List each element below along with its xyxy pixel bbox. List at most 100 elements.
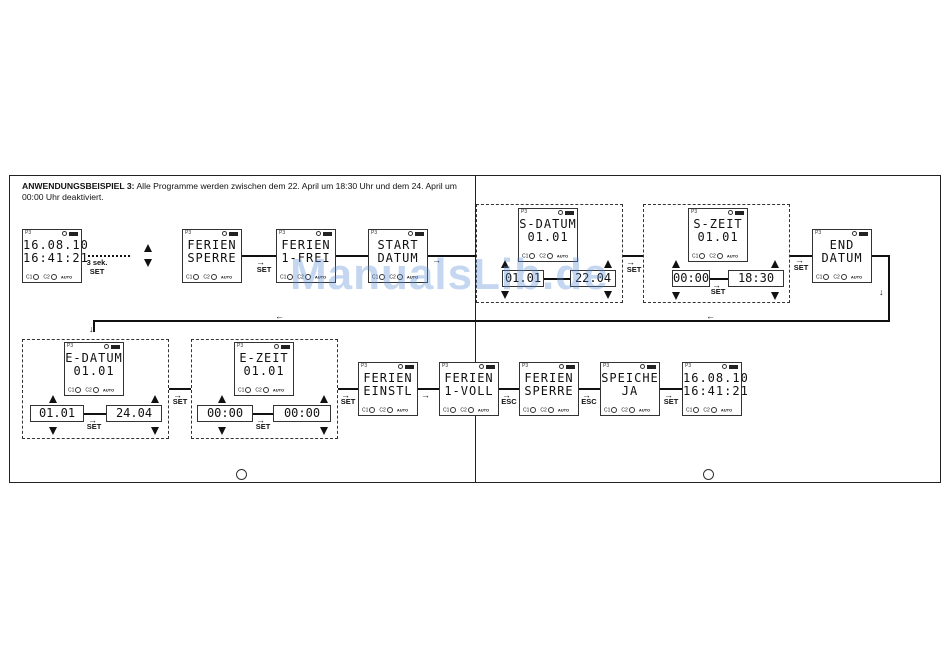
channel-indicator-icon xyxy=(92,386,99,393)
display-14-line-1: 16.08.10 xyxy=(683,371,749,385)
s-datum-to-field[interactable]: 22.04 xyxy=(570,270,616,287)
set-label: SET xyxy=(89,267,105,276)
down-arrow-icon[interactable] xyxy=(151,427,159,435)
up-arrow-icon[interactable] xyxy=(604,260,612,268)
up-arrow-icon[interactable] xyxy=(672,260,680,268)
battery-icon xyxy=(486,365,495,369)
display-2-line-2: SPERRE xyxy=(187,251,237,265)
set-label: SET xyxy=(626,265,642,274)
page-marker-left xyxy=(236,469,247,480)
right-arrow-label: → xyxy=(256,415,265,425)
display-13-line-1: SPEICHE xyxy=(601,371,659,385)
clock-icon xyxy=(222,231,227,236)
clock-icon xyxy=(408,231,413,236)
display-1-line-2: 16:41:21 xyxy=(23,251,89,265)
s-datum-from-field[interactable]: 01.01 xyxy=(502,270,544,287)
up-arrow-icon[interactable] xyxy=(320,395,328,403)
display-5-line-1: S-DATUM xyxy=(519,217,577,231)
watermark: ManualsLib.de xyxy=(290,250,609,299)
clock-icon xyxy=(274,344,279,349)
clock-icon xyxy=(398,364,403,369)
up-arrow-icon[interactable] xyxy=(218,395,226,403)
channel-indicator-icon xyxy=(193,273,200,280)
connector-line xyxy=(790,255,812,257)
right-arrow-label: → xyxy=(795,255,804,265)
return-line-right xyxy=(872,255,889,257)
display-4-line-1: START xyxy=(377,238,419,252)
down-arrow-icon[interactable] xyxy=(501,291,509,299)
right-arrow-label: → xyxy=(502,390,511,400)
channel-indicator-icon xyxy=(840,273,847,280)
up-arrow-icon xyxy=(144,244,152,252)
connector-line xyxy=(418,388,439,390)
set-label: SET xyxy=(255,422,271,431)
e-zeit-from-field[interactable]: 00:00 xyxy=(197,405,253,422)
display-1-line-1: 16.08.10 xyxy=(23,238,89,252)
down-arrow-icon[interactable] xyxy=(672,292,680,300)
clock-icon xyxy=(479,364,484,369)
battery-icon xyxy=(229,232,238,236)
battery-icon xyxy=(566,365,575,369)
e-zeit-to-field[interactable]: 00:00 xyxy=(273,405,331,422)
e-datum-to-field[interactable]: 24.04 xyxy=(106,405,162,422)
connector-line xyxy=(499,388,519,390)
down-arrow-icon xyxy=(144,259,152,267)
battery-icon xyxy=(735,211,744,215)
right-arrow-label: → xyxy=(712,280,721,290)
clock-icon xyxy=(722,364,727,369)
e-zeit-group xyxy=(191,339,338,439)
up-arrow-icon[interactable] xyxy=(49,395,57,403)
down-arrow-icon[interactable] xyxy=(604,291,612,299)
page-fold-line xyxy=(475,175,476,483)
clock-icon xyxy=(62,231,67,236)
dotted-connector xyxy=(88,255,130,257)
heading-bold: ANWENDUNGSBEISPIEL 3: xyxy=(22,181,135,191)
set-label: SET xyxy=(172,397,188,406)
down-arrow-icon[interactable] xyxy=(218,427,226,435)
right-arrow-label: → xyxy=(626,257,635,267)
connector-line xyxy=(428,255,476,257)
up-arrow-icon[interactable] xyxy=(501,260,509,268)
set-label: SET xyxy=(256,265,272,274)
down-arrow-icon[interactable] xyxy=(320,427,328,435)
connector-line xyxy=(660,388,682,390)
channel-indicator-icon xyxy=(716,252,723,259)
e-datum-from-field[interactable]: 01.01 xyxy=(30,405,84,422)
s-zeit-to-field[interactable]: 18:30 xyxy=(728,270,784,287)
up-arrow-icon[interactable] xyxy=(771,260,779,268)
channel-indicator-icon xyxy=(450,406,457,413)
display-6-line-2: 01.01 xyxy=(697,230,739,244)
s-datum-group xyxy=(476,204,623,303)
display-8-line-2: 01.01 xyxy=(73,364,115,378)
up-arrow-icon[interactable] xyxy=(151,395,159,403)
display-14-line-2: 16:41:21 xyxy=(683,384,749,398)
set-label: SET xyxy=(793,263,809,272)
connector-line xyxy=(579,388,600,390)
display-9-line-1: E-ZEIT xyxy=(239,351,289,365)
heading-text: Alle Programme werden zwischen dem 22. A… xyxy=(22,181,457,202)
right-arrow-label: → xyxy=(582,390,591,400)
battery-icon xyxy=(69,232,78,236)
s-zeit-from-field[interactable]: 00:00 xyxy=(672,270,710,287)
channel-indicator-icon xyxy=(467,406,474,413)
right-arrow-label: → xyxy=(421,390,430,400)
display-12-line-2: SPERRE xyxy=(524,384,574,398)
page-marker-right xyxy=(703,469,714,480)
connector-line xyxy=(623,255,643,257)
channel-indicator-icon xyxy=(287,273,294,280)
e-datum-group xyxy=(22,339,169,439)
down-arrow-icon[interactable] xyxy=(49,427,57,435)
battery-icon xyxy=(405,365,414,369)
connector-line xyxy=(84,413,106,415)
display-4-line-2: DATUM xyxy=(377,251,419,265)
down-arrow-icon[interactable] xyxy=(771,292,779,300)
